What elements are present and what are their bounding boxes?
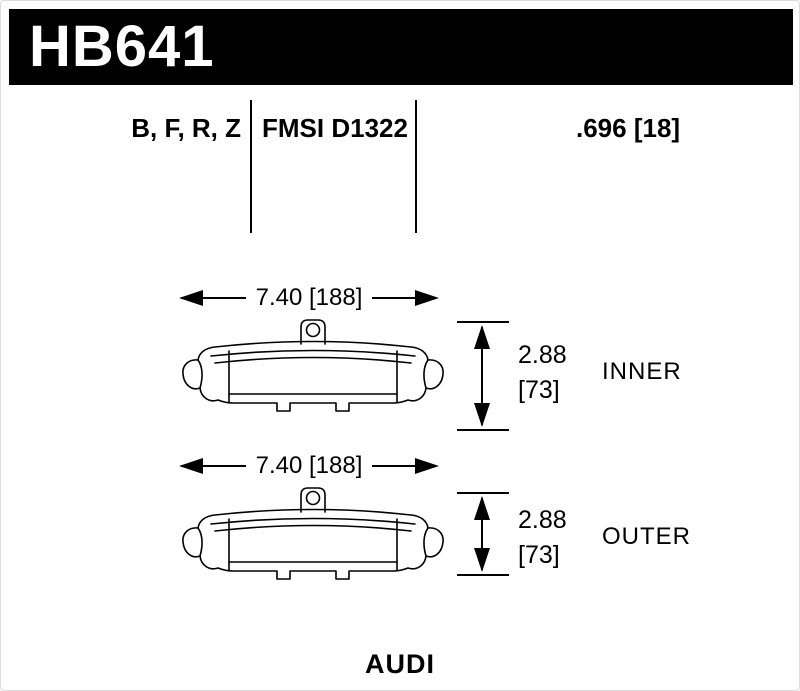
spec-divider-2 <box>415 100 417 233</box>
extension-line <box>457 574 509 576</box>
compound-codes: B, F, R, Z <box>131 113 241 143</box>
arrow-down-icon <box>474 403 490 427</box>
height-dimension-outer <box>457 492 509 576</box>
brake-pad-drawing-outer <box>182 487 444 580</box>
extension-line <box>457 492 509 494</box>
arrow-down-icon <box>474 548 490 572</box>
pad-position-label-outer: OUTER <box>602 523 691 550</box>
extension-line <box>457 321 509 323</box>
width-dimension-inner: 7.40 [188] <box>179 284 440 311</box>
fmsi-number: FMSI D1322 <box>262 113 408 143</box>
pad-thickness: .696 [18] <box>576 113 681 143</box>
title-bar: HB641 <box>9 9 793 85</box>
part-number: HB641 <box>29 14 215 79</box>
arrow-right-icon <box>415 290 440 306</box>
dimension-line <box>203 297 246 299</box>
dimension-line <box>203 465 246 467</box>
arrow-up-icon <box>474 325 490 349</box>
dimension-line <box>372 465 416 467</box>
dimension-line <box>481 327 483 425</box>
height-dimension-mm-text: [73] <box>518 376 560 404</box>
pad-position-label-inner: INNER <box>602 358 682 385</box>
width-dimension-text: 7.40 [188] <box>255 452 363 479</box>
spec-divider-1 <box>250 100 252 233</box>
width-dimension-outer: 7.40 [188] <box>179 452 440 479</box>
dimension-line <box>481 498 483 570</box>
arrow-left-icon <box>179 290 203 306</box>
dimension-line <box>372 297 416 299</box>
height-dimension-inner <box>457 321 509 431</box>
arrow-up-icon <box>474 496 490 520</box>
height-dimension-in-text: 2.88 <box>518 341 567 369</box>
arrow-left-icon <box>179 458 203 474</box>
height-dimension-in-text: 2.88 <box>518 506 567 534</box>
extension-line <box>457 429 509 431</box>
arrow-right-icon <box>415 458 440 474</box>
vehicle-make: AUDI <box>365 649 435 679</box>
brake-pad-drawing-inner <box>182 319 444 412</box>
height-dimension-mm-text: [73] <box>518 541 560 569</box>
width-dimension-text: 7.40 [188] <box>255 284 363 311</box>
